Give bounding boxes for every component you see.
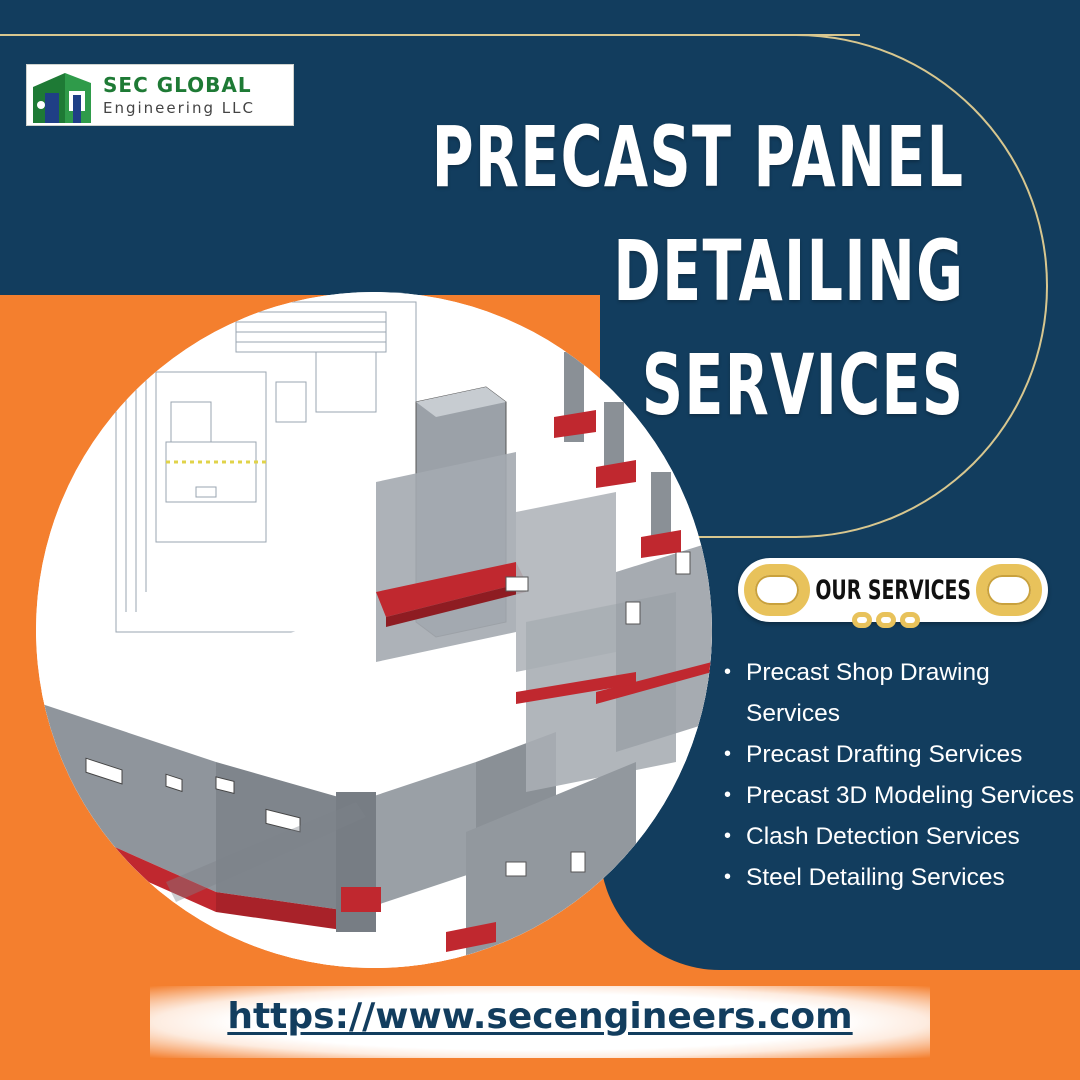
gold-ring-right-icon xyxy=(976,564,1042,616)
decorative-dots xyxy=(852,612,920,628)
title-line-2: DETAILING xyxy=(612,222,964,320)
precast-model-illustration xyxy=(36,292,712,968)
building-logo-icon xyxy=(31,65,97,125)
gold-dot-icon xyxy=(876,612,896,628)
company-name: SEC GLOBAL xyxy=(103,73,252,97)
service-item: Steel Detailing Services xyxy=(724,857,1080,898)
gold-dot-icon xyxy=(852,612,872,628)
gold-accent-arc xyxy=(560,34,1048,538)
url-highlight-band xyxy=(150,986,930,1058)
website-link[interactable]: https://www.secengineers.com xyxy=(227,996,853,1037)
service-item: Precast Drafting Services xyxy=(724,734,1080,775)
gold-dot-icon xyxy=(900,612,920,628)
service-item: Precast 3D Modeling Services xyxy=(724,775,1080,816)
gold-accent-line xyxy=(0,34,860,36)
page-title: PRECAST PANEL DETAILING SERVICES xyxy=(431,100,964,442)
title-line-3: SERVICES xyxy=(641,336,964,434)
service-item: Precast Shop Drawing Services xyxy=(724,652,1080,734)
our-services-badge: OUR SERVICES xyxy=(738,558,1048,622)
service-item: Clash Detection Services xyxy=(724,816,1080,857)
our-services-label: OUR SERVICES xyxy=(815,574,971,606)
company-logo: SEC GLOBAL Engineering LLC xyxy=(26,64,294,126)
gold-ring-left-icon xyxy=(744,564,810,616)
title-line-1: PRECAST PANEL xyxy=(431,108,964,206)
company-subtitle: Engineering LLC xyxy=(103,99,255,117)
services-list: Precast Shop Drawing Services Precast Dr… xyxy=(724,652,1080,898)
